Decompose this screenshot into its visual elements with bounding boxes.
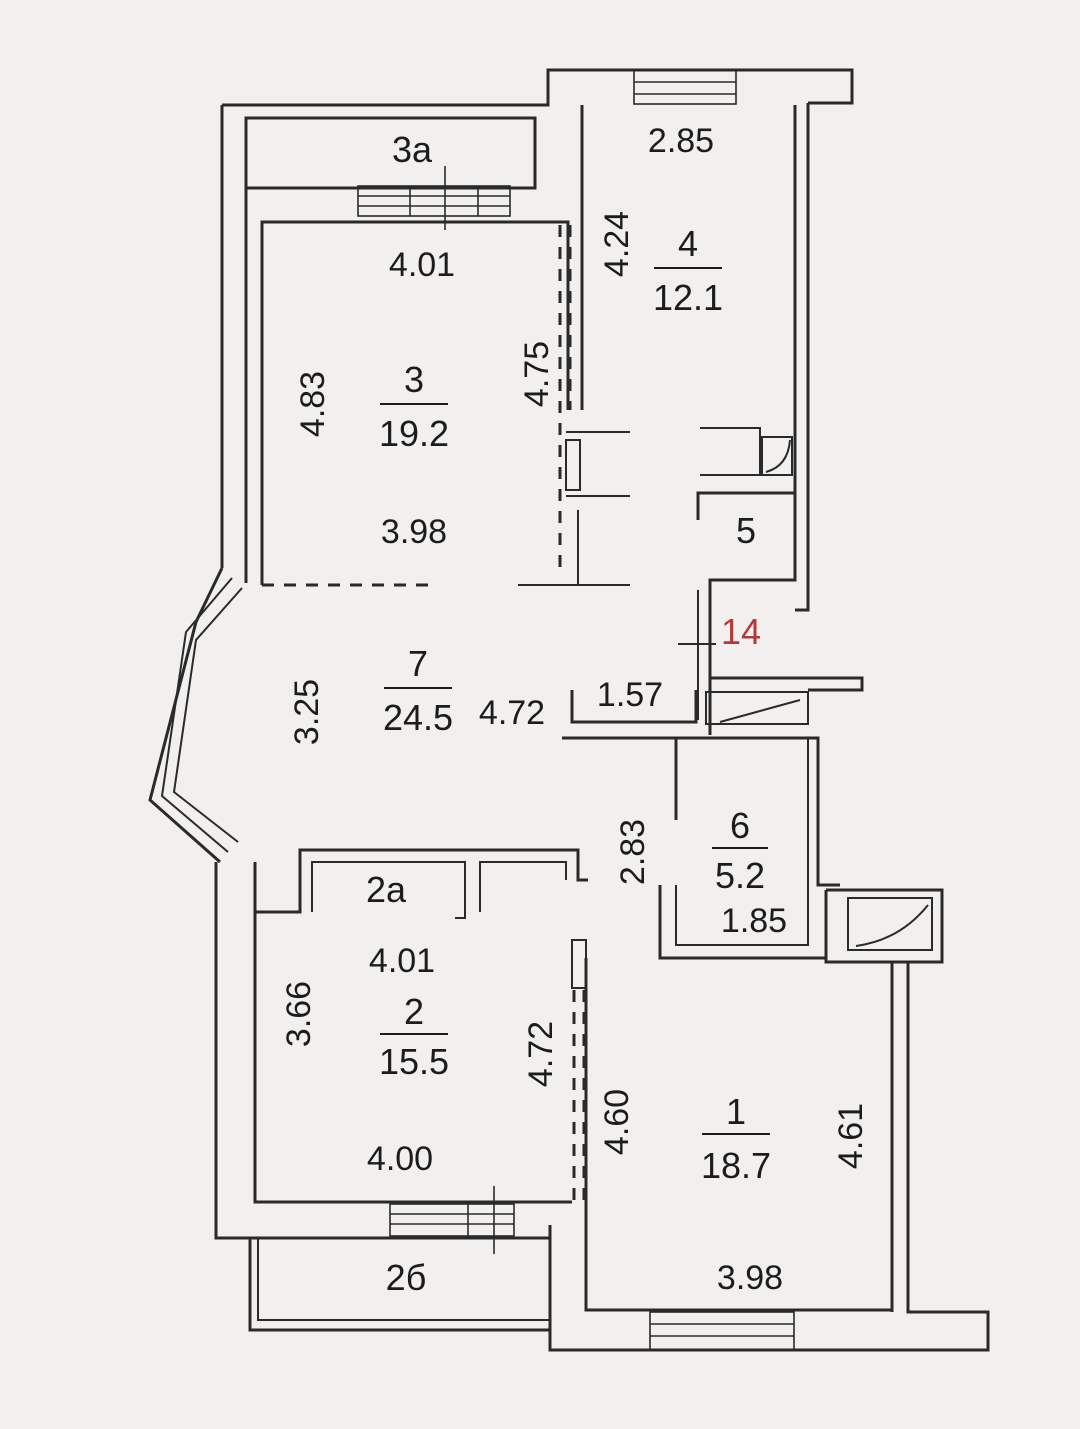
room-14-number: 14 [721,611,761,652]
room-7-right [570,690,698,724]
outer-right-wall-upper [795,103,810,612]
room-6-bottom [658,885,826,960]
room-7-dim-small: 1.57 [597,676,663,714]
room-7-dim-left: 3.25 [288,679,326,745]
column-2 [571,939,587,989]
room-3a-number: 3a [392,129,433,170]
bay-window-outer [148,567,224,864]
room-1-dim-bottom: 3.98 [717,1259,783,1297]
room-1-dim-right: 4.61 [832,1103,870,1169]
room-2a-number: 2a [366,869,407,910]
room-6-dim-bottom: 1.85 [721,902,787,940]
room-2a-inner [311,861,466,919]
bay-window-line-2 [172,587,243,843]
shaft-upper-diag [765,439,791,473]
room-1-dim-left: 4.60 [598,1089,636,1155]
room-2a-wall [255,848,588,914]
balcony-3a-inner [244,116,537,190]
room-6-inner [675,738,809,946]
room-2b-number: 2б [386,1257,427,1298]
shaft-lower-diag [855,904,929,947]
room-3-dim-left: 4.83 [294,371,332,437]
shaft-upper [761,436,793,476]
bay-window-line-1 [160,577,233,853]
room-3-dim-bottom: 3.98 [381,513,447,551]
window-1 [649,1311,795,1351]
windows [357,69,795,1351]
room-2-area: 15.5 [379,1041,449,1082]
room-4-right-wall [708,105,797,735]
room-7-area: 24.5 [383,697,453,738]
room-7-bottom [562,736,840,887]
room-3-area: 19.2 [379,413,449,454]
column-1 [565,439,581,491]
shaft-middle [705,691,809,725]
room-1-area: 18.7 [701,1145,771,1186]
open-partitions [262,225,699,1200]
labels: 3a 4.01 3 19.2 4.83 4.75 3.98 2.85 4.24 … [280,122,870,1298]
shaft-lower [847,897,933,951]
room-2a-stub [479,861,567,912]
room-2-wall [253,862,572,1204]
room-4-bottom-stub [700,427,761,476]
outer-left-lower [214,862,550,1240]
room-3-dim-top: 4.01 [389,246,455,284]
balcony-2b [248,1238,550,1332]
corridor-top [710,676,864,692]
room-6-area: 5.2 [715,855,765,896]
room-4-dim-left: 4.24 [598,211,636,277]
room-1-left [584,958,892,1312]
room-5-wall [696,491,795,520]
room-2-dim-top: 4.01 [369,942,435,980]
window-4 [633,69,737,105]
room-6-number: 6 [730,805,750,846]
walls [148,68,990,1352]
balcony-2b-inner [257,1238,550,1321]
room-7-number: 7 [408,643,428,684]
shaft-lower-outer [824,888,944,964]
room-4-number: 4 [678,223,698,264]
room-4-dim-top: 2.85 [648,122,714,160]
window-2 [389,1186,515,1254]
room-1-number: 1 [726,1091,746,1132]
shaft-middle-diag [719,699,801,723]
room-2-dim-left: 3.66 [280,981,318,1047]
room-7-dim-width: 4.72 [479,694,545,732]
room-5-number: 5 [736,510,756,551]
room-3-number: 3 [404,359,424,400]
room-4-area: 12.1 [653,277,723,318]
room-2-dim-bottom: 4.00 [367,1140,433,1178]
room-3-wall [260,220,570,585]
room-2-dim-right: 4.72 [522,1021,560,1087]
window-3 [357,166,511,230]
balcony-3a-wall [222,68,854,107]
room-6-dim-left: 2.83 [614,819,652,885]
room-2-number: 2 [404,991,424,1032]
room-3-dim-right: 4.75 [518,341,556,407]
